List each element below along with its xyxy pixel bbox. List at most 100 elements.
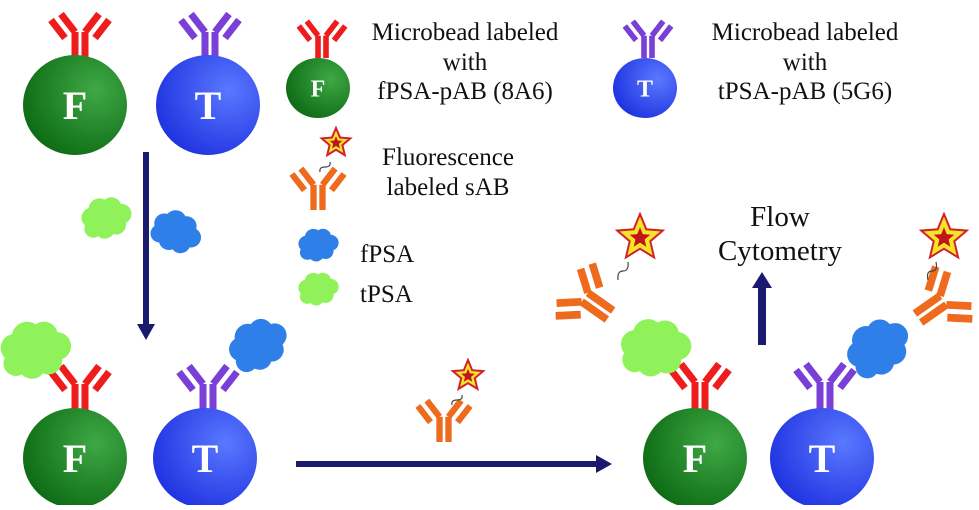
final-t-fluor-star xyxy=(918,211,970,260)
step1-fpsa-blob-lobe xyxy=(163,219,189,245)
legend-t-antibody-icon-arm-left-inner xyxy=(630,19,647,38)
f-bead-antibody-top xyxy=(48,11,112,60)
final-t-bead-antibody-arm-left-outer xyxy=(793,367,813,391)
t-bead-antibody-top-arm-left-inner xyxy=(188,11,208,35)
t-bead-bound-fpsa-lobe xyxy=(242,329,274,361)
legend-sab-antibody-icon-arm-right-inner xyxy=(320,166,338,187)
legend-sab-antibody-icon xyxy=(289,166,347,210)
legend-sab-antibody-icon-arm-left-inner xyxy=(298,166,316,187)
final-t-bead-antibody xyxy=(793,361,857,410)
final-f-bead-antibody-arm-right-inner xyxy=(702,361,722,385)
legend-t-bead-icon-letter: T xyxy=(637,76,653,102)
flow-cytometry-label: Flow Cytometry xyxy=(710,200,850,268)
f-bead-antibody-top-arm-left-outer xyxy=(48,17,68,41)
final-t-bead-body xyxy=(770,408,874,508)
step1-fpsa-blob xyxy=(150,210,202,254)
f-bead-bound-tpsa-lobe xyxy=(16,331,54,369)
final-f-sab-tether xyxy=(617,261,629,281)
final-f-sab-antibody-stem-right xyxy=(585,289,616,314)
legend-t-bead-line1: Microbead labeled xyxy=(711,19,899,46)
t-bead-bound-fpsa xyxy=(229,318,287,373)
final-f-bead-antibody xyxy=(668,361,732,410)
step2-sab-antibody xyxy=(415,398,473,442)
legend-tpsa-label: tPSA xyxy=(360,281,413,308)
f-bead-antibody-bottom-arm-left-outer xyxy=(48,369,68,393)
f-bead-antibody-top-arm-left-inner xyxy=(58,11,78,35)
legend-f-bead-line3: fPSA-pAB (8A6) xyxy=(377,78,553,105)
final-f-bead-antibody-arm-right-outer xyxy=(712,367,732,391)
legend-sab-line2: labeled sAB xyxy=(386,173,510,201)
step2-arrow-right-shaft xyxy=(296,461,598,467)
f-bead-antibody-bottom xyxy=(48,363,112,412)
legend-f-bead-line2: with xyxy=(442,48,488,76)
t-bead-top: T xyxy=(156,55,260,155)
legend-t-bead-icon-body xyxy=(613,58,677,118)
t-bead-antibody-bottom-arm-left-outer xyxy=(176,369,196,393)
legend-sab-label: Fluorescence labeled sAB xyxy=(358,143,538,202)
legend-fluor-star-icon-core xyxy=(329,136,343,149)
final-f-bound-tpsa-lobe xyxy=(636,329,674,367)
final-f-fluor-star-core xyxy=(629,227,651,247)
legend-t-bead-line3: tPSA-pAB (5G6) xyxy=(717,78,893,105)
legend-f-antibody-icon-arm-right-inner xyxy=(323,19,340,38)
t-bead-antibody-top-arm-left-outer xyxy=(178,17,198,41)
step1-arrow-down xyxy=(137,152,155,340)
step1-arrow-down-head xyxy=(137,324,155,340)
step2-sab-antibody-arm-right-inner xyxy=(446,398,464,419)
f-bead-antibody-top-arm-right-inner xyxy=(82,11,102,35)
legend-f-antibody-icon-arm-left-inner xyxy=(304,19,321,38)
legend-t-bead-line2: with xyxy=(782,48,828,76)
f-bead-antibody-bottom-arm-right-inner xyxy=(82,363,102,387)
flow-cytometry-line2: Cytometry xyxy=(717,235,843,268)
legend-f-bead-icon-letter: F xyxy=(311,76,326,102)
final-t-sab-antibody-stem-right xyxy=(918,301,949,326)
legend-f-antibody-icon-arm-left-outer xyxy=(296,24,313,43)
legend-fluor-star-icon xyxy=(319,125,353,158)
final-f-sab-antibody-arm-left-outer xyxy=(555,310,581,320)
final-f-bound-tpsa xyxy=(620,319,692,377)
flow-cytometry-arrow-up-head xyxy=(752,272,772,288)
final-t-sab-antibody xyxy=(912,265,973,326)
legend-tpsa-icon xyxy=(298,272,339,306)
t-bead-top-body xyxy=(156,55,260,155)
t-bead-top-letter: T xyxy=(195,83,222,128)
final-t-sab-antibody-arm-left-inner xyxy=(936,270,952,297)
legend-f-bead-label: Microbead labeled with fPSA-pAB (8A6) xyxy=(350,18,580,107)
step2-arrow-right-head xyxy=(596,455,612,473)
final-f-sab-antibody-arm-left-inner xyxy=(556,297,582,307)
f-bead-bound-tpsa xyxy=(0,321,72,379)
final-t-bound-fpsa-lobe xyxy=(861,331,895,365)
t-bead-bottom: T xyxy=(153,408,257,508)
legend-t-antibody-icon-arm-right-outer xyxy=(657,24,674,43)
final-t-bead-antibody-arm-left-inner xyxy=(803,361,823,385)
flow-cytometry-arrow-up xyxy=(752,272,772,345)
legend-fpsa-icon-lobe xyxy=(307,234,329,256)
legend-f-antibody-icon-arm-right-outer xyxy=(331,24,348,43)
final-f-bead-letter: F xyxy=(683,436,707,481)
final-f-sab-antibody-arm-right-inner xyxy=(576,267,592,294)
legend-tpsa-icon-lobe xyxy=(307,278,329,300)
t-bead-antibody-bottom-arm-right-outer xyxy=(220,369,240,393)
legend-t-bead-label: Microbead labeled with tPSA-pAB (5G6) xyxy=(690,18,920,107)
t-bead-bottom-body xyxy=(153,408,257,508)
step2-sab-tether xyxy=(451,394,463,406)
f-bead-antibody-top-arm-right-outer xyxy=(92,17,112,41)
step1-arrow-down-shaft xyxy=(143,152,149,326)
flow-cytometry-arrow-up-shaft xyxy=(758,286,766,345)
final-t-fluor-star-core xyxy=(933,227,955,247)
f-bead-antibody-bottom-arm-left-inner xyxy=(58,363,78,387)
final-t-sab-tether xyxy=(926,261,938,281)
legend-f-antibody-icon xyxy=(296,19,348,58)
final-f-sab-antibody-arm-right-outer xyxy=(588,262,604,289)
final-t-sab-antibody-stem-left xyxy=(912,292,943,317)
legend-sab-antibody-icon-arm-left-outer xyxy=(289,172,307,193)
step2-fluor-star xyxy=(450,357,486,392)
final-f-bead-antibody-arm-left-inner xyxy=(678,361,698,385)
f-bead-top-body xyxy=(23,55,127,155)
t-bead-antibody-top-arm-right-inner xyxy=(212,11,232,35)
legend-sab-tether xyxy=(319,161,331,173)
legend-fpsa-icon xyxy=(298,228,339,262)
f-bead-antibody-bottom-arm-right-outer xyxy=(92,369,112,393)
t-bead-antibody-top xyxy=(178,11,242,60)
